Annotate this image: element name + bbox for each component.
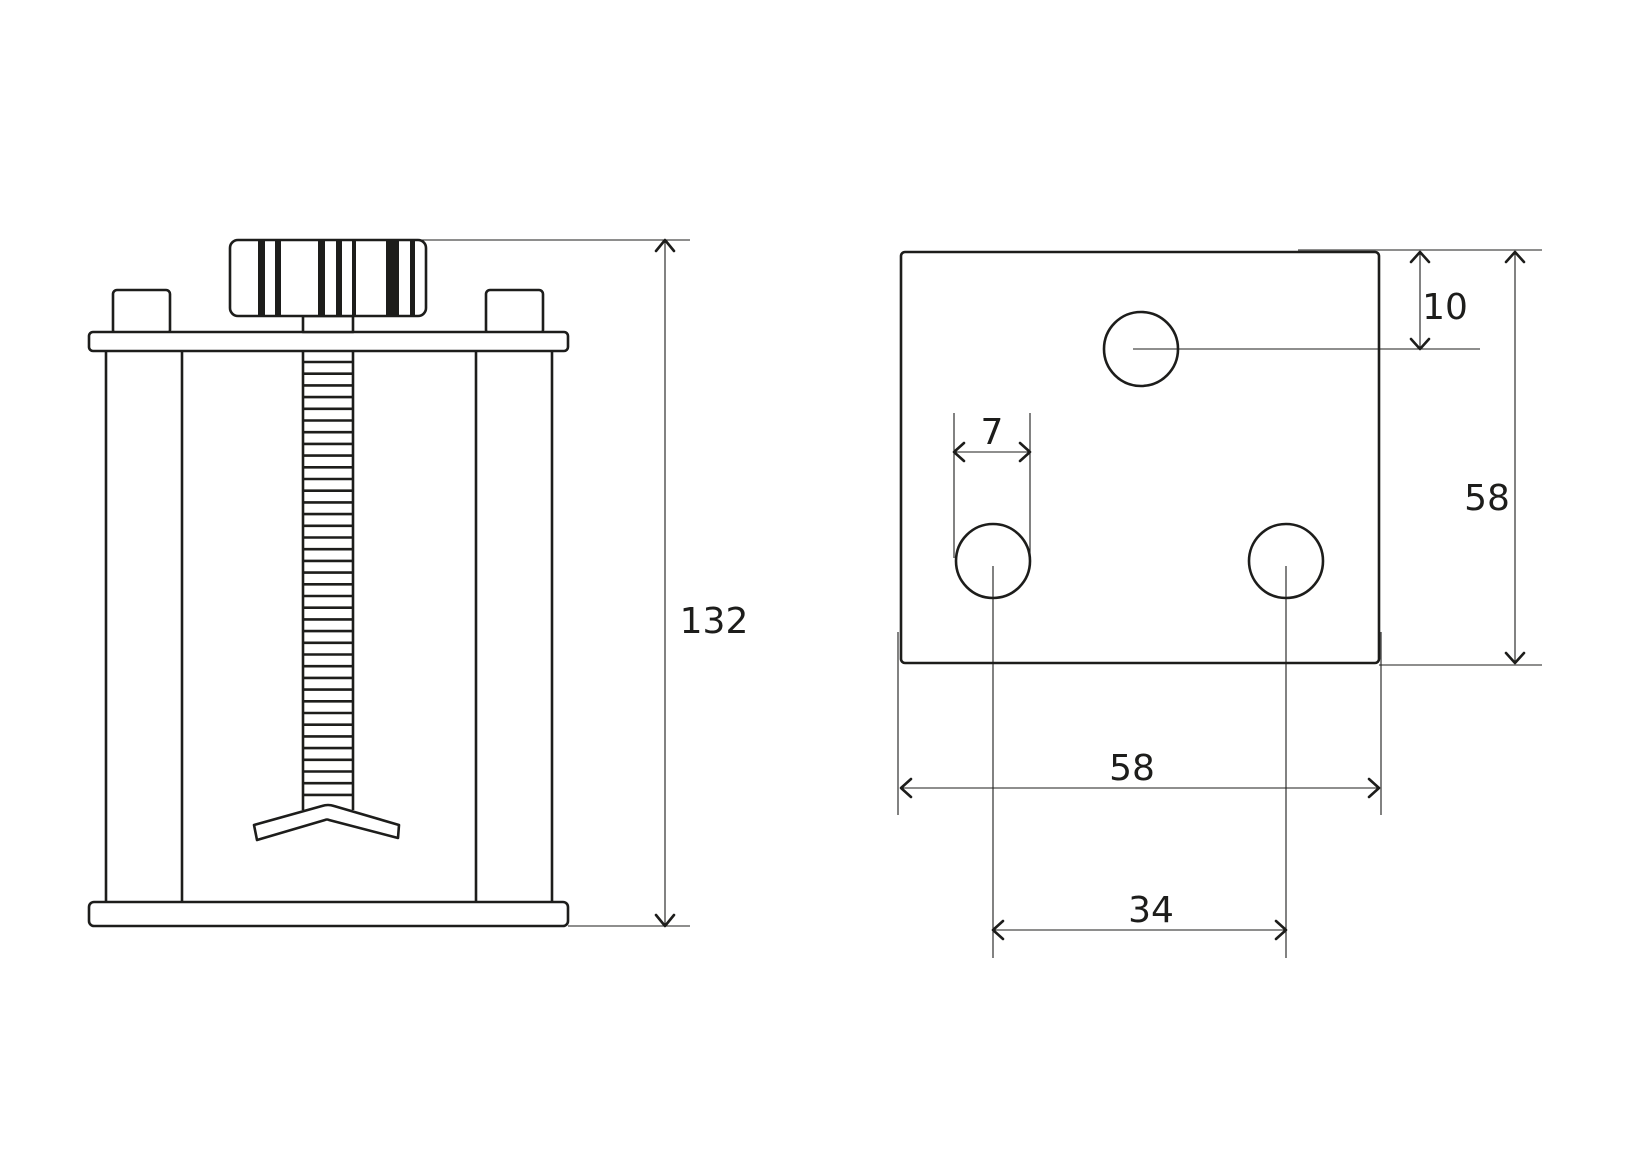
hole-diameter-dimension: 7 (952, 412, 1032, 463)
knurled-knob (228, 238, 428, 318)
arrow-head-up (654, 238, 676, 253)
left-post (104, 350, 184, 902)
plate-height-label: 58 (1464, 478, 1510, 519)
pressure-bar (252, 803, 401, 842)
screw-collar (301, 314, 355, 334)
hole-spacing-dimension: 34 (991, 890, 1288, 941)
arrow-head-down (654, 913, 676, 928)
plate-width-label: 58 (1109, 748, 1155, 789)
top-plate (87, 330, 570, 353)
top-view (897, 249, 1542, 958)
plate-height-dimension: 58 (1464, 250, 1526, 665)
plate-width-dimension: 58 (899, 748, 1381, 799)
rod-threads (303, 360, 353, 797)
hole-offset-dimension: 10 (1409, 250, 1468, 351)
side-height-dimension: 132 (415, 238, 749, 928)
hole-spacing-label: 34 (1128, 890, 1174, 931)
right-top-peg (484, 288, 545, 336)
hole-diameter-label: 7 (981, 412, 1004, 453)
total-height-label: 132 (680, 601, 749, 642)
bottom-plate (87, 900, 570, 928)
side-view (87, 238, 570, 928)
threaded-rod (301, 351, 355, 810)
hole-offset-label: 10 (1422, 287, 1468, 328)
left-top-peg (111, 288, 172, 336)
right-post (474, 350, 554, 902)
